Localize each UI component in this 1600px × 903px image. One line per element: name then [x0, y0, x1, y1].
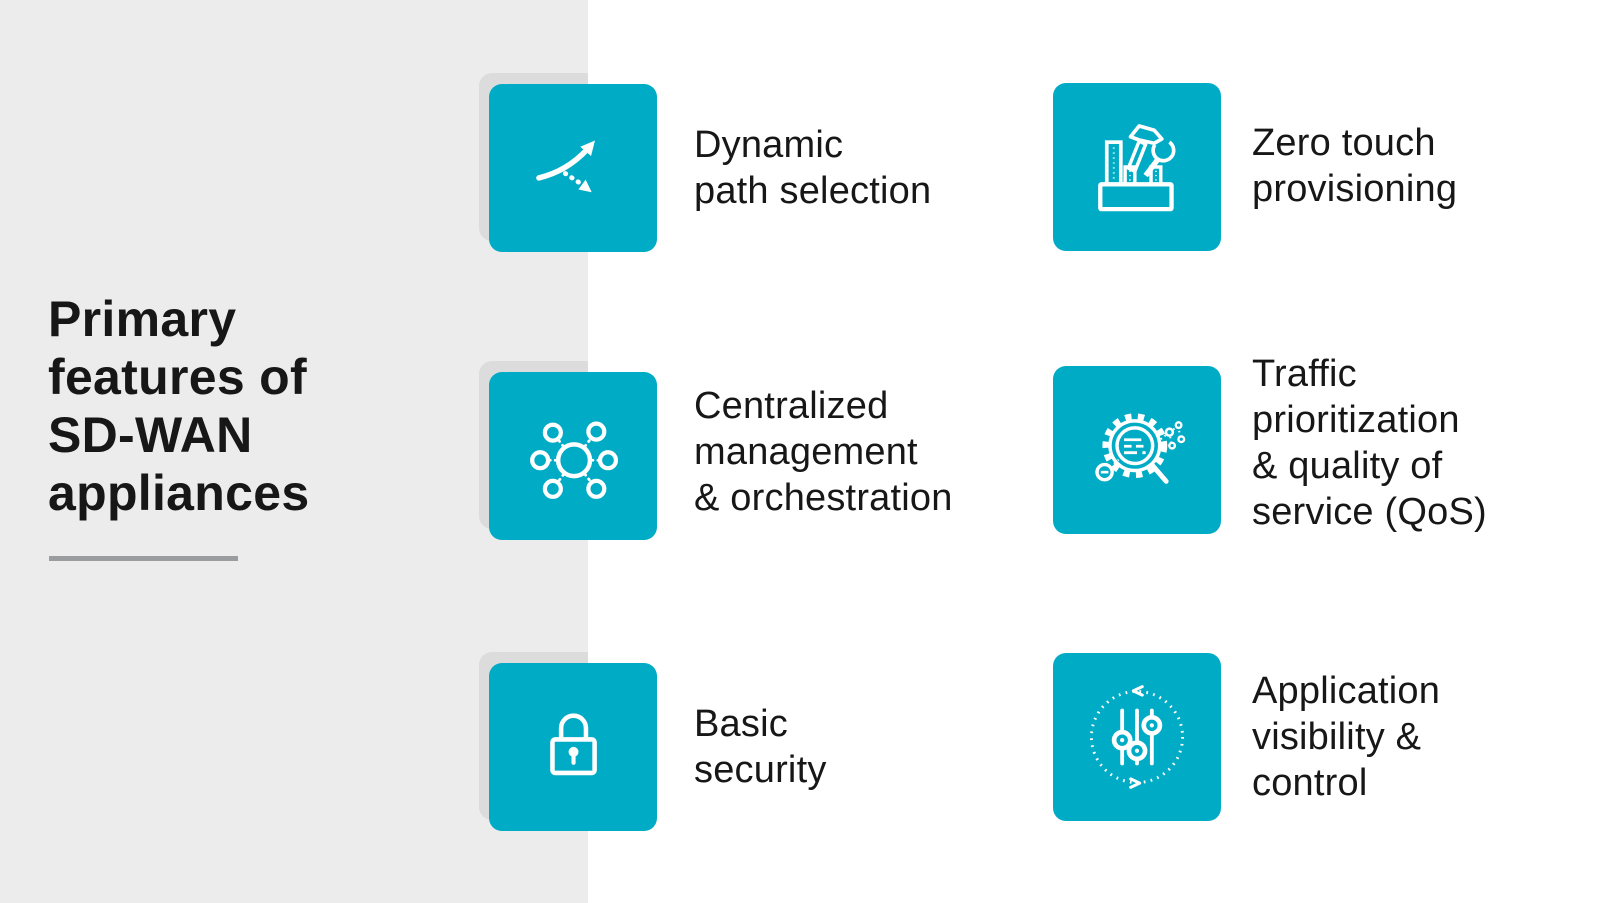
padlock-icon	[550, 713, 597, 776]
tile-application-visibility	[1053, 653, 1221, 821]
feature-label-line: Dynamic	[694, 124, 844, 166]
page-title-line: Primary	[48, 291, 237, 347]
feature-label-line: Application	[1252, 670, 1441, 712]
feature-label-zero-touch-provisioning: Zero touch provisioning	[1252, 120, 1457, 212]
gear-magnifier-icon	[1095, 413, 1186, 484]
tile-zero-touch-provisioning	[1053, 83, 1221, 251]
tile-traffic-prioritization	[1053, 366, 1221, 534]
feature-label-line: visibility &	[1252, 716, 1422, 758]
feature-label-line: prioritization	[1252, 399, 1460, 441]
hub-network-icon	[530, 421, 619, 499]
page-title-line: features of	[48, 349, 307, 405]
feature-label-line: Traffic	[1252, 353, 1357, 395]
feature-label-line: control	[1252, 762, 1368, 804]
fork-arrows-icon	[536, 140, 595, 193]
feature-label-line: provisioning	[1252, 168, 1458, 210]
sliders-cycle-icon	[1089, 685, 1185, 789]
feature-label-line: Basic	[694, 703, 788, 745]
feature-label-traffic-prioritization: Traffic prioritization & quality of serv…	[1252, 351, 1487, 535]
feature-label-line: path selection	[694, 170, 932, 212]
title-underline	[49, 556, 238, 561]
feature-label-line: Zero touch	[1252, 122, 1436, 164]
tile-basic-security	[489, 663, 657, 831]
feature-label-centralized-management: Centralized management & orchestration	[694, 383, 953, 521]
feature-label-line: management	[694, 431, 918, 473]
feature-label-basic-security: Basic security	[694, 701, 827, 793]
feature-label-line: security	[694, 749, 827, 791]
feature-label-application-visibility: Application visibility & control	[1252, 668, 1440, 806]
feature-label-dynamic-path-selection: Dynamic path selection	[694, 122, 931, 214]
feature-label-line: & quality of	[1252, 445, 1443, 487]
feature-label-line: service (QoS)	[1252, 491, 1487, 533]
feature-label-line: Centralized	[694, 385, 889, 427]
page-title-line: SD-WAN	[48, 407, 253, 463]
tile-centralized-management	[489, 372, 657, 540]
page-title: Primary features of SD-WAN appliances	[48, 290, 309, 522]
toolbox-icon	[1098, 124, 1176, 212]
tile-dynamic-path-selection	[489, 84, 657, 252]
page-title-line: appliances	[48, 465, 310, 521]
feature-label-line: & orchestration	[694, 477, 953, 519]
